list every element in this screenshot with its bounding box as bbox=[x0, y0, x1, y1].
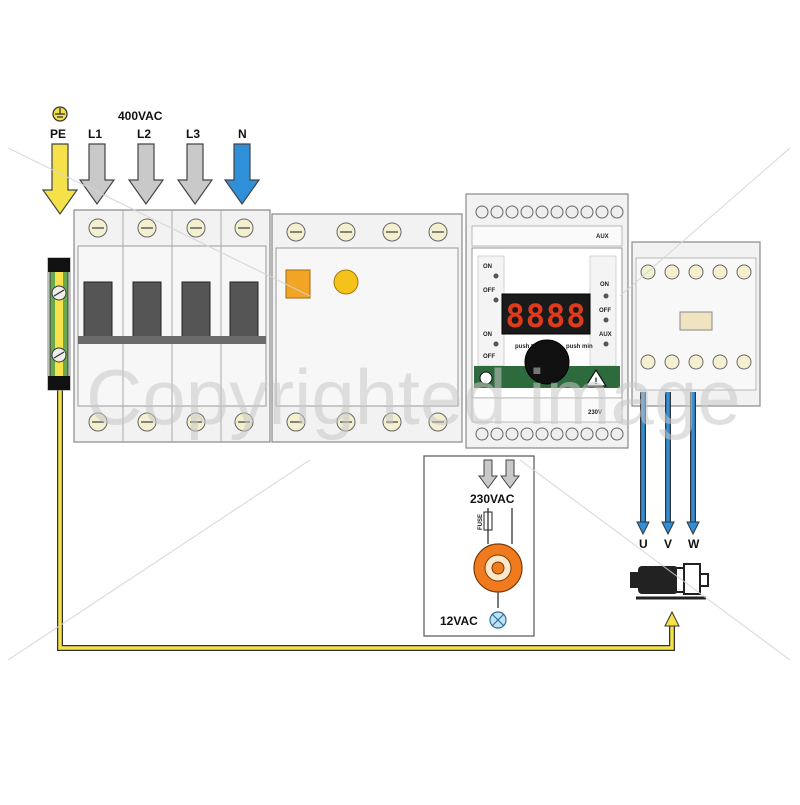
earth-terminal-block bbox=[47, 257, 71, 391]
controller-top-terminals bbox=[475, 205, 624, 219]
display-digits: 8888 bbox=[505, 297, 586, 335]
label-push-min: push min bbox=[566, 344, 593, 350]
breaker-handles[interactable] bbox=[83, 281, 259, 341]
label-u: U bbox=[639, 537, 648, 551]
arrow-n bbox=[223, 143, 261, 206]
label-l2: L2 bbox=[137, 127, 151, 141]
label-n: N bbox=[238, 127, 247, 141]
warning-icon: ! bbox=[584, 368, 608, 387]
label-on-1: ON bbox=[483, 264, 492, 270]
label-aux: AUX bbox=[599, 332, 612, 338]
breaker-bottom-screws bbox=[88, 412, 254, 432]
earth-icon bbox=[52, 106, 68, 122]
contactor-window bbox=[679, 311, 713, 331]
main-circuit-breaker bbox=[73, 209, 271, 443]
watermark-text: Copyrighted image bbox=[86, 353, 741, 441]
lamp-icon bbox=[489, 611, 507, 629]
label-on-3: ON bbox=[600, 282, 609, 288]
control-knob[interactable] bbox=[524, 339, 570, 385]
label-l1: L1 bbox=[88, 127, 102, 141]
rcd-module bbox=[271, 213, 463, 443]
arrow-l3 bbox=[176, 143, 214, 206]
pump-motor-icon bbox=[473, 543, 523, 593]
label-off-1: OFF bbox=[483, 288, 495, 294]
label-fuse: FUSE bbox=[478, 514, 484, 530]
label-400vac: 400VAC bbox=[118, 109, 163, 123]
arrow-pe bbox=[41, 143, 79, 216]
controller-bottom-terminals bbox=[475, 427, 624, 441]
arrow-l1 bbox=[78, 143, 116, 206]
motor-contactor bbox=[631, 241, 761, 407]
label-off-2: OFF bbox=[483, 354, 495, 360]
pump-icon bbox=[479, 371, 493, 385]
supply-arrows: PE L1 L2 L3 N 400VAC bbox=[41, 106, 261, 216]
supply-230-arrows bbox=[478, 459, 520, 489]
label-off-3: OFF bbox=[599, 308, 611, 314]
pump-controller: AUX ON OFF ON OFF ON OFF AUX 8888 push t… bbox=[465, 193, 629, 449]
label-v: V bbox=[664, 537, 672, 551]
motor-pump-icon bbox=[630, 563, 709, 600]
label-230vac: 230VAC bbox=[470, 492, 515, 506]
label-w: W bbox=[688, 537, 700, 551]
label-aux-top: AUX bbox=[596, 234, 609, 240]
label-pe: PE bbox=[50, 127, 66, 141]
digital-display bbox=[501, 293, 591, 335]
label-l3: L3 bbox=[186, 127, 200, 141]
watermark: Copyrighted image bbox=[7, 147, 791, 661]
svg-text:!: ! bbox=[595, 376, 598, 386]
arrow-l2 bbox=[127, 143, 165, 206]
rcd-indicator bbox=[333, 269, 359, 295]
rcd-test-button[interactable] bbox=[285, 269, 311, 299]
motor-lines: U V W bbox=[636, 392, 700, 551]
pump-supply-box: 230VAC FUSE 12VAC bbox=[423, 455, 535, 637]
label-on-2: ON bbox=[483, 332, 492, 338]
label-230v: 230V bbox=[588, 410, 602, 416]
label-12vac: 12VAC bbox=[440, 614, 478, 628]
